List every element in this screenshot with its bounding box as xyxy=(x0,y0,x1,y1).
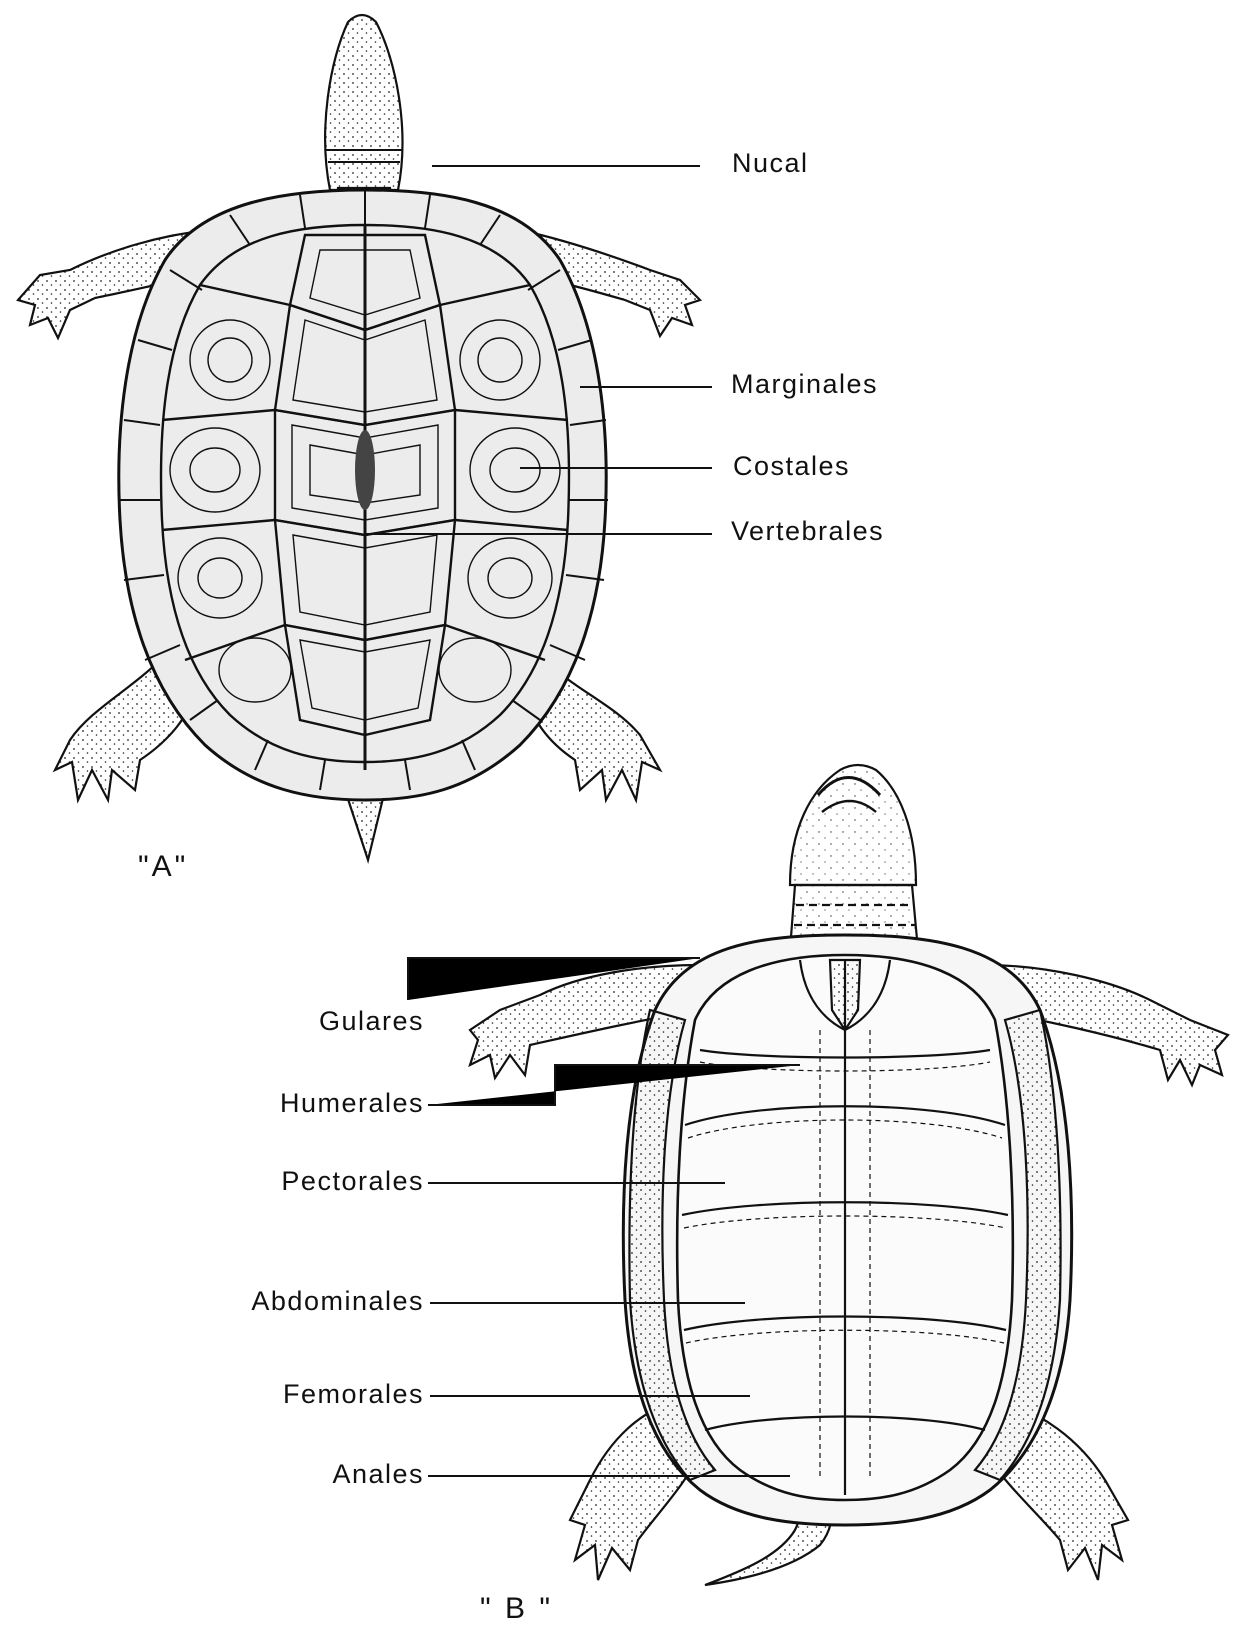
label-nucal: Nucal xyxy=(732,148,809,179)
label-abdominales: Abdominales xyxy=(180,1286,424,1317)
turtle-b-ventral xyxy=(470,765,1228,1585)
label-costales: Costales xyxy=(733,451,850,482)
turtle-a-dorsal xyxy=(18,15,700,860)
label-pectorales: Pectorales xyxy=(200,1166,424,1197)
label-anales: Anales xyxy=(200,1459,424,1490)
label-marginales: Marginales xyxy=(731,369,878,400)
label-humerales: Humerales xyxy=(200,1088,424,1119)
label-vertebrales: Vertebrales xyxy=(731,516,884,547)
label-gulares: Gulares xyxy=(200,1006,424,1037)
caption-a: "A" xyxy=(138,850,188,884)
label-femorales: Femorales xyxy=(200,1379,424,1410)
turtle-b-head xyxy=(790,765,916,885)
caption-b: " B " xyxy=(480,1592,553,1626)
turtle-a-head xyxy=(325,15,402,190)
